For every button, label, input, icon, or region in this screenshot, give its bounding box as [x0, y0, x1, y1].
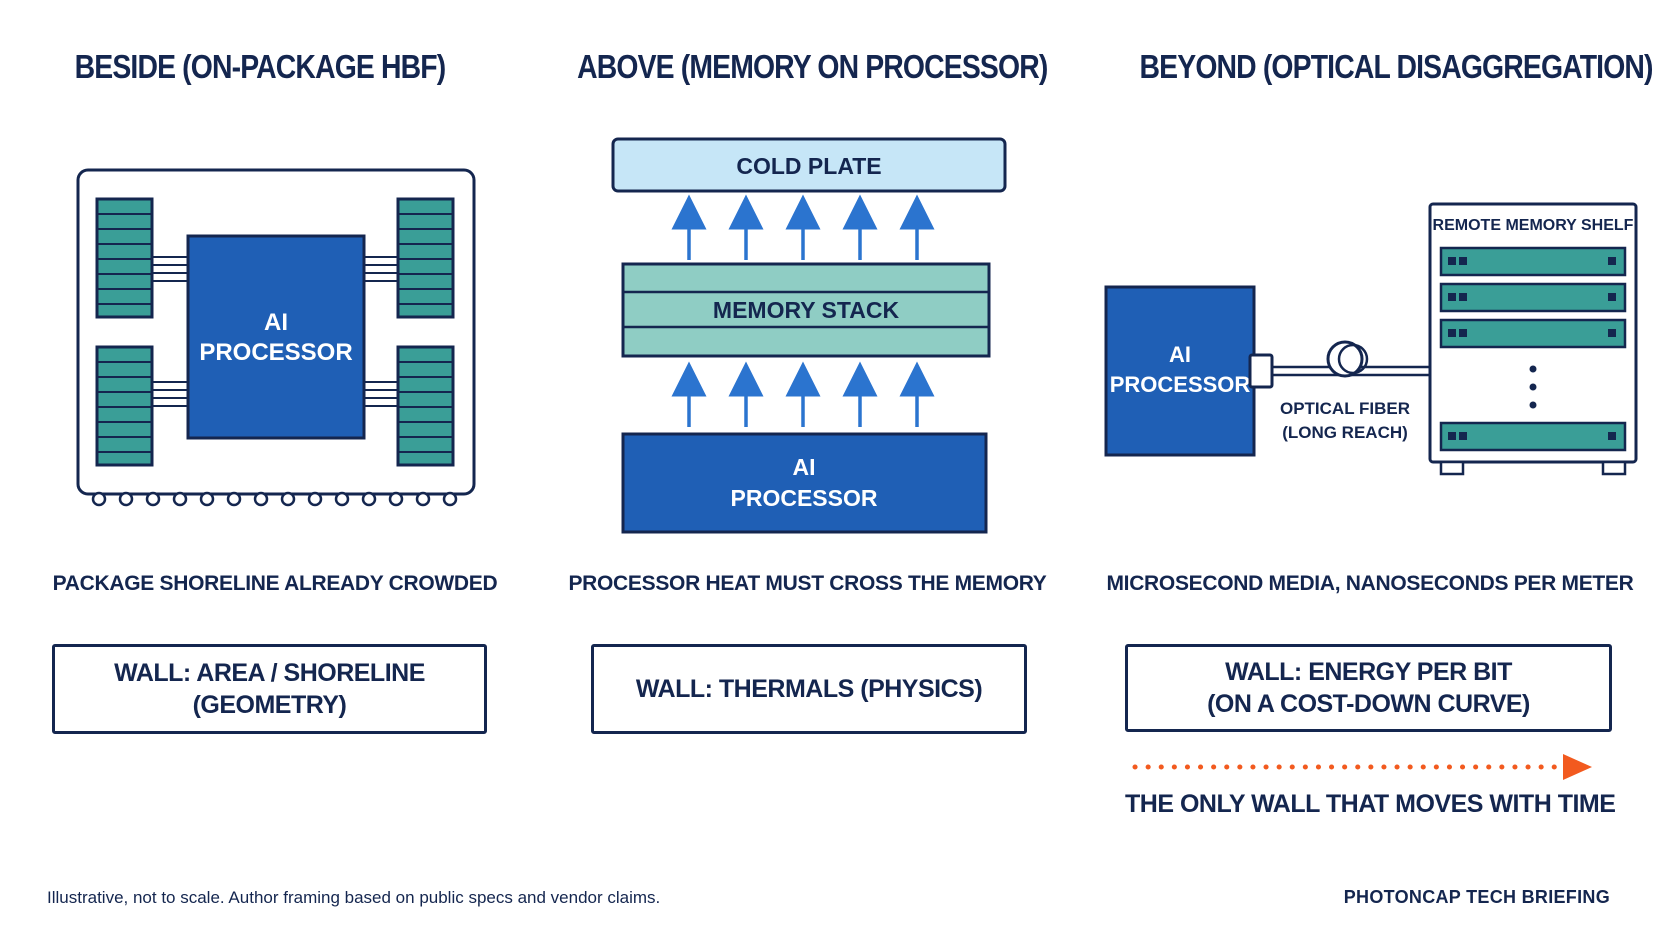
- beyond-processor-label-2: PROCESSOR: [1110, 372, 1251, 397]
- wall-energy-text-1: WALL: ENERGY PER BIT: [1225, 657, 1512, 686]
- wall-box-energy: WALL: ENERGY PER BIT (ON A COST-DOWN CUR…: [1125, 644, 1612, 732]
- fiber-coil-icon: [1326, 340, 1364, 378]
- wall-energy-text-2: (ON A COST-DOWN CURVE): [1207, 690, 1530, 718]
- beside-processor-label-1: AI: [264, 309, 288, 336]
- title-above: ABOVE (MEMORY ON PROCESSOR): [577, 48, 1048, 85]
- brand-label: PHOTONCAP TECH BRIEFING: [1343, 887, 1610, 907]
- optical-fiber: [1272, 340, 1435, 378]
- beyond-optical-diagram: AI PROCESSOR OPTICAL FIBER (LONG REACH) …: [1104, 202, 1638, 476]
- time-arrow: [1132, 754, 1592, 780]
- wall-box-thermals: WALL: THERMALS (PHYSICS): [591, 644, 1027, 734]
- above-processor: [621, 432, 988, 534]
- time-arrow-head-icon: [1563, 754, 1592, 780]
- cold-plate: [611, 137, 1007, 193]
- memory-stack-label: MEMORY STACK: [713, 297, 900, 323]
- solder-balls: [91, 491, 458, 507]
- footnote: Illustrative, not to scale. Author frami…: [47, 888, 661, 907]
- title-beyond: BEYOND (OPTICAL DISAGGREGATION): [1139, 48, 1654, 85]
- wall-thermals-text: WALL: THERMALS (PHYSICS): [635, 674, 983, 703]
- above-processor-label-1: AI: [793, 454, 816, 480]
- hbf-stack-top-left: [95, 197, 154, 319]
- title-beside: BESIDE (ON-PACKAGE HBF): [74, 48, 447, 85]
- above-processor-label-2: PROCESSOR: [731, 485, 878, 511]
- memory-blades: [1439, 246, 1627, 452]
- caption-beyond: MICROSECOND MEDIA, NANOSECONDS PER METER: [1106, 572, 1634, 595]
- hbf-stack-top-right: [396, 197, 455, 319]
- wall-box-geometry: WALL: AREA / SHORELINE (GEOMETRY): [52, 644, 487, 734]
- optical-connector: [1248, 353, 1274, 389]
- memory-stack: [621, 262, 991, 358]
- shoreline-connections: [152, 256, 398, 407]
- fiber-label-2: (LONG REACH): [1282, 423, 1408, 442]
- beside-processor-label-2: PROCESSOR: [199, 339, 352, 366]
- caption-beside: PACKAGE SHORELINE ALREADY CROWDED: [52, 572, 498, 595]
- beyond-processor-label-1: AI: [1169, 342, 1191, 367]
- beyond-processor: [1104, 285, 1256, 457]
- cold-plate-label: COLD PLATE: [736, 153, 881, 179]
- beside-processor-die: [186, 234, 366, 440]
- hbf-stack-bottom-right: [396, 345, 455, 467]
- timeline-label: THE ONLY WALL THAT MOVES WITH TIME: [1125, 790, 1616, 818]
- above-stack-diagram: COLD PLATE MEMORY STACK AI PROCESSOR: [611, 137, 1007, 534]
- wall-geometry-text: WALL: AREA / SHORELINE (GEOMETRY): [114, 658, 425, 720]
- shelf-label: REMOTE MEMORY SHELF: [1433, 217, 1634, 234]
- beside-package-diagram: AI PROCESSOR: [76, 168, 476, 507]
- caption-above: PROCESSOR HEAT MUST CROSS THE MEMORY: [568, 572, 1047, 595]
- heat-arrows-lower: [671, 361, 935, 427]
- hbf-stack-bottom-left: [95, 345, 154, 467]
- fiber-label-1: OPTICAL FIBER: [1280, 399, 1410, 418]
- heat-arrows-upper: [671, 194, 935, 260]
